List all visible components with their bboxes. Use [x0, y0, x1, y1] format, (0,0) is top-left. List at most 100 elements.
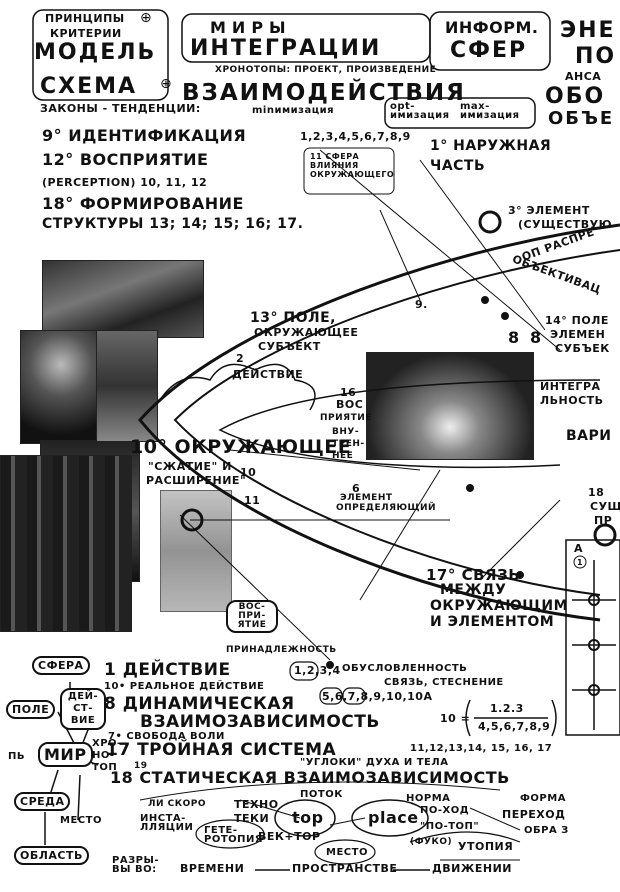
label-obraz: ОБРА З — [524, 825, 569, 836]
label-mesto-left: МЕСТО — [60, 815, 102, 826]
label-19: 19 — [134, 761, 148, 771]
label-belonging: ПРИНАДЛЕЖНОСТЬ — [226, 645, 337, 655]
label-prinyatie: ПРИЯТИЕ — [320, 413, 372, 423]
label-element-6c: ОПРЕДЕЛЯЮЩИЙ — [336, 503, 437, 513]
label-field-13c: СУБЪЕКТ — [258, 340, 321, 353]
label-laws: ЗАКОНЫ - ТЕНДЕНЦИИ: — [40, 102, 201, 115]
strip-label-1: 1 — [577, 558, 584, 567]
label-li-skoro: ЛИ СКОРО — [148, 799, 206, 809]
label-spheres: СФЕР — [450, 38, 528, 63]
label-sus: СУЩ — [590, 500, 620, 513]
label-vari: ВАРИ — [566, 428, 612, 444]
plus-icon: ⊕ — [140, 10, 152, 26]
label-field-14: 14° ПОЛЕ — [545, 314, 609, 327]
label-link-17b: МЕЖДУ — [440, 582, 507, 598]
label-space: ПРОСТРАНСТВЕ — [292, 862, 398, 875]
label-8a: 8 — [508, 328, 520, 347]
label-triple-17: 17 ТРОЙНАЯ СИСТЕМА — [106, 740, 337, 760]
label-element-3: 3° ЭЛЕМЕНТ — [508, 204, 590, 217]
label-inform: ИНФОРМ. — [445, 18, 539, 37]
label-fuko: (ФУКО) — [410, 837, 453, 847]
box-mir: МИР — [38, 742, 93, 767]
label-link-constr: СВЯЗЬ, СТЕСНЕНИЕ — [384, 677, 504, 688]
label-field-14c: СУБЪЕК — [555, 342, 610, 355]
label-norm: НОРМА — [406, 793, 451, 804]
label-vek-top: ВЕК+ТОР — [258, 830, 321, 843]
label-criteria: КРИТЕРИИ — [50, 27, 122, 40]
box-deistvie: ДЕЙ-СТ-ВИЕ — [60, 688, 106, 730]
label-link-17: 17° СВЯЗЬ — [426, 566, 521, 584]
label-po-top: "ПО-ТОП" — [420, 821, 480, 832]
label-ene: ЭНЕ — [560, 18, 616, 43]
photo-ceiling-structure — [42, 260, 204, 338]
label-18: 18 — [588, 486, 605, 499]
label-integration: ИНТЕГРАЦИИ — [190, 36, 382, 61]
label-minimization: minимизация — [252, 105, 335, 116]
label-nums-a: 1,2,3,4 — [294, 664, 341, 677]
label-nums-b: 5,6,7,8,9,10,10А — [322, 690, 433, 703]
label-installation: ИНСТА- ЛЛЯЦИИ — [140, 813, 194, 833]
label-model: МОДЕЛЬ — [34, 40, 157, 65]
label-surround-10: 10° ОКРУЖАЮЩЕЕ — [130, 436, 352, 458]
label-compress: "СЖАТИЕ" И — [148, 460, 232, 473]
label-chronotopes: ХРОНОТОПЫ: ПРОЕКТ, ПРОИЗВЕДЕНИЕ — [215, 65, 437, 75]
label-vos: ВОС — [336, 398, 364, 411]
label-place: place — [368, 808, 419, 827]
label-time: ВРЕМЕНИ — [180, 862, 245, 875]
label-tren: ТРЕН- — [332, 439, 365, 449]
label-vnu: ВНУ- — [332, 427, 360, 437]
label-scheme: СХЕМА — [40, 74, 138, 99]
label-action-2b: ДЕЙСТВИЕ — [232, 368, 304, 381]
label-freedom: 7• СВОБОДА ВОЛИ — [108, 731, 225, 742]
label-frac-bot: 4,5,6,7,8,9 — [478, 720, 551, 733]
label-outer-1b: ЧАСТЬ — [430, 158, 486, 174]
label-field-13b: ОКРУЖАЮЩЕЕ — [254, 326, 359, 339]
label-po-khod: ПО-ХОД — [420, 805, 470, 816]
box-sfera: СФЕРА — [32, 656, 90, 675]
label-po: ПО — [575, 44, 617, 69]
label-action-2: 2 — [236, 352, 245, 365]
label-interdependence: ВЗАИМОЗАВИСИМОСТЬ — [140, 712, 380, 732]
label-8b: 8 — [530, 328, 542, 347]
item-perception: 12° ВОСПРИЯТИЕ — [42, 150, 209, 169]
item-perception-nums: (PERCEPTION) 10, 11, 12 — [42, 176, 208, 189]
plus-icon-2: ⊕ — [160, 76, 172, 92]
label-pr: ПР — [594, 514, 613, 527]
label-conditioned: ОБУСЛОВЛЕННОСТЬ — [342, 663, 468, 674]
item-structures: СТРУКТУРЫ 13; 14; 15; 16; 17. — [42, 216, 304, 232]
label-link-17d: И ЭЛЕМЕНТОМ — [430, 614, 555, 630]
label-pn: ПЬ — [8, 751, 25, 762]
label-flow: ПОТОК — [300, 789, 343, 800]
label-static-18: 18 СТАТИЧЕСКАЯ ВЗАИМОЗАВИСИМОСТЬ — [110, 768, 510, 787]
label-obo: ОБО — [545, 84, 606, 109]
label-forma: ФОРМА — [520, 793, 566, 804]
label-sphere-11: 11 СФЕРА ВЛИЯНИЯ ОКРУЖАЮЩЕГО — [310, 152, 395, 179]
label-link-17c: ОКРУЖАЮЩИМ — [430, 598, 569, 614]
label-corners: "УГЛОКИ" ДУХА И ТЕЛА — [300, 757, 449, 768]
label-utopia: УТОПИЯ — [458, 840, 514, 853]
label-mesto: МЕСТО — [326, 847, 368, 858]
label-perekhod: ПЕРЕХОД — [502, 808, 566, 821]
label-ansa: АНСА — [565, 70, 602, 83]
label-optimization: opt-имизация — [390, 101, 450, 121]
strip-label-a: A — [574, 542, 584, 555]
label-existing: (СУЩЕСТВУЮ — [518, 218, 613, 231]
item-forming: 18° ФОРМИРОВАНИЕ — [42, 194, 244, 213]
label-field-13: 13° ПОЛЕ, — [250, 310, 336, 326]
label-action-1: 1 ДЕЙСТВИЕ — [104, 660, 231, 680]
label-nee: НЕЕ — [332, 451, 354, 461]
box-vospriyatie: ВОС-ПРИ-ЯТИЕ — [226, 600, 278, 633]
label-worlds: МИРЫ — [210, 18, 292, 37]
label-techno: ТЕХНО — [234, 798, 279, 811]
box-oblast: ОБЛАСТЬ — [14, 846, 89, 865]
label-real-action: 10• РЕАЛЬНОЕ ДЕЙСТВИЕ — [104, 681, 265, 692]
label-khronotop: ХРО-НО-ТОП — [92, 738, 122, 773]
label-expand: РАСШИРЕНИЕ" — [146, 474, 247, 487]
label-dynamic-8: 8 ДИНАМИЧЕСКАЯ — [104, 694, 295, 714]
photo-vault — [20, 330, 102, 444]
item-identification: 9° ИДЕНТИФИКАЦИЯ — [42, 126, 247, 145]
box-pole: ПОЛЕ — [6, 700, 56, 719]
label-9: 9. — [415, 298, 428, 311]
box-sreda: СРЕДА — [14, 792, 71, 811]
